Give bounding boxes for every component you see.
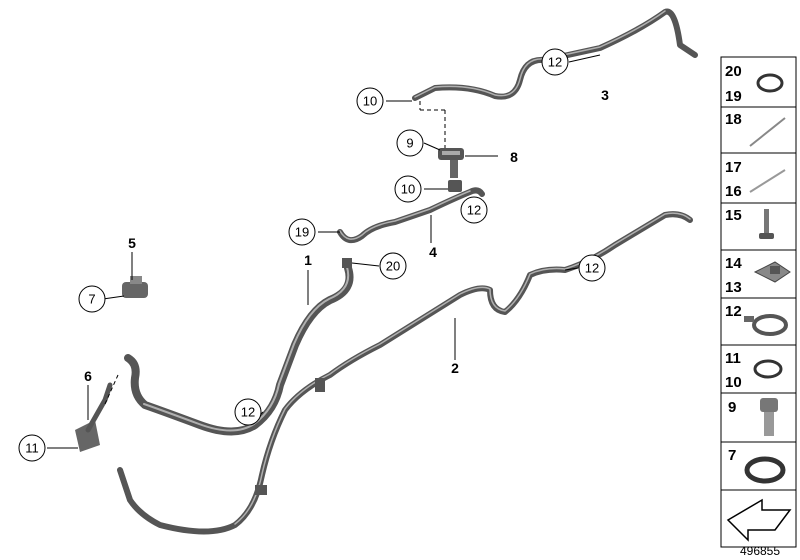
callout-7: 7 <box>78 285 106 313</box>
svg-text:19: 19 <box>295 225 309 240</box>
legend-label-7: 7 <box>728 447 736 464</box>
cable-tie-icon <box>749 117 786 147</box>
svg-text:9: 9 <box>406 136 413 151</box>
label-8: 8 <box>510 149 518 165</box>
callout-11: 11 <box>18 434 46 462</box>
label-3: 3 <box>601 87 609 103</box>
o-ring-icon <box>756 73 784 93</box>
seal-ring-icon <box>753 359 783 379</box>
legend-label-14: 14 <box>725 255 742 272</box>
label-2: 2 <box>451 360 459 376</box>
callout-20: 20 <box>379 252 407 280</box>
callout-12-top: 12 <box>541 48 569 76</box>
legend-label-18: 18 <box>725 111 742 128</box>
callout-10-upper: 10 <box>356 87 384 115</box>
legend-label-12: 12 <box>725 303 742 320</box>
label-5: 5 <box>128 235 136 251</box>
legend-label-17: 17 <box>725 159 742 176</box>
clip-nut-icon <box>753 261 791 283</box>
svg-text:20: 20 <box>386 259 400 274</box>
direction-arrow-icon <box>726 498 792 542</box>
legend-label-20: 20 <box>725 63 742 80</box>
diagram-id: 496855 <box>740 544 780 558</box>
large-o-ring-icon <box>744 456 786 484</box>
svg-text:12: 12 <box>467 203 481 218</box>
callout-12-middle: 12 <box>460 196 488 224</box>
tie-wrap-icon <box>749 169 786 193</box>
svg-text:11: 11 <box>25 441 39 456</box>
hose-4 <box>337 180 485 244</box>
callout-12-right: 12 <box>578 254 606 282</box>
legend-label-9: 9 <box>728 399 736 416</box>
legend-panel: 20 19 18 17 16 15 14 13 12 11 10 <box>720 56 797 548</box>
bracket-6 <box>75 382 113 452</box>
callout-12-lower: 12 <box>234 398 262 426</box>
label-1: 1 <box>304 252 312 268</box>
rivet-icon <box>759 209 774 239</box>
svg-text:12: 12 <box>585 261 599 276</box>
legend-label-15: 15 <box>725 207 742 224</box>
legend-label-19: 19 <box>725 88 742 105</box>
svg-text:7: 7 <box>88 292 95 307</box>
legend-label-11: 11 <box>725 350 741 367</box>
svg-text:10: 10 <box>363 94 377 109</box>
leader-lines <box>47 54 601 449</box>
svg-text:10: 10 <box>401 182 415 197</box>
label-4: 4 <box>429 244 437 260</box>
hose-3 <box>412 8 698 101</box>
screw-icon <box>760 398 778 436</box>
svg-text:12: 12 <box>241 405 255 420</box>
clip-5 <box>122 276 148 298</box>
hose-1 <box>124 258 354 436</box>
callout-19: 19 <box>288 218 316 246</box>
callout-9: 9 <box>396 129 424 157</box>
label-6: 6 <box>84 368 92 384</box>
svg-text:12: 12 <box>548 55 562 70</box>
legend-label-10: 10 <box>725 374 742 391</box>
callout-10-lower: 10 <box>394 175 422 203</box>
legend-label-13: 13 <box>725 279 742 296</box>
hose-clamp-icon <box>744 314 788 336</box>
legend-label-16: 16 <box>725 183 742 200</box>
connector-8 <box>438 148 464 178</box>
